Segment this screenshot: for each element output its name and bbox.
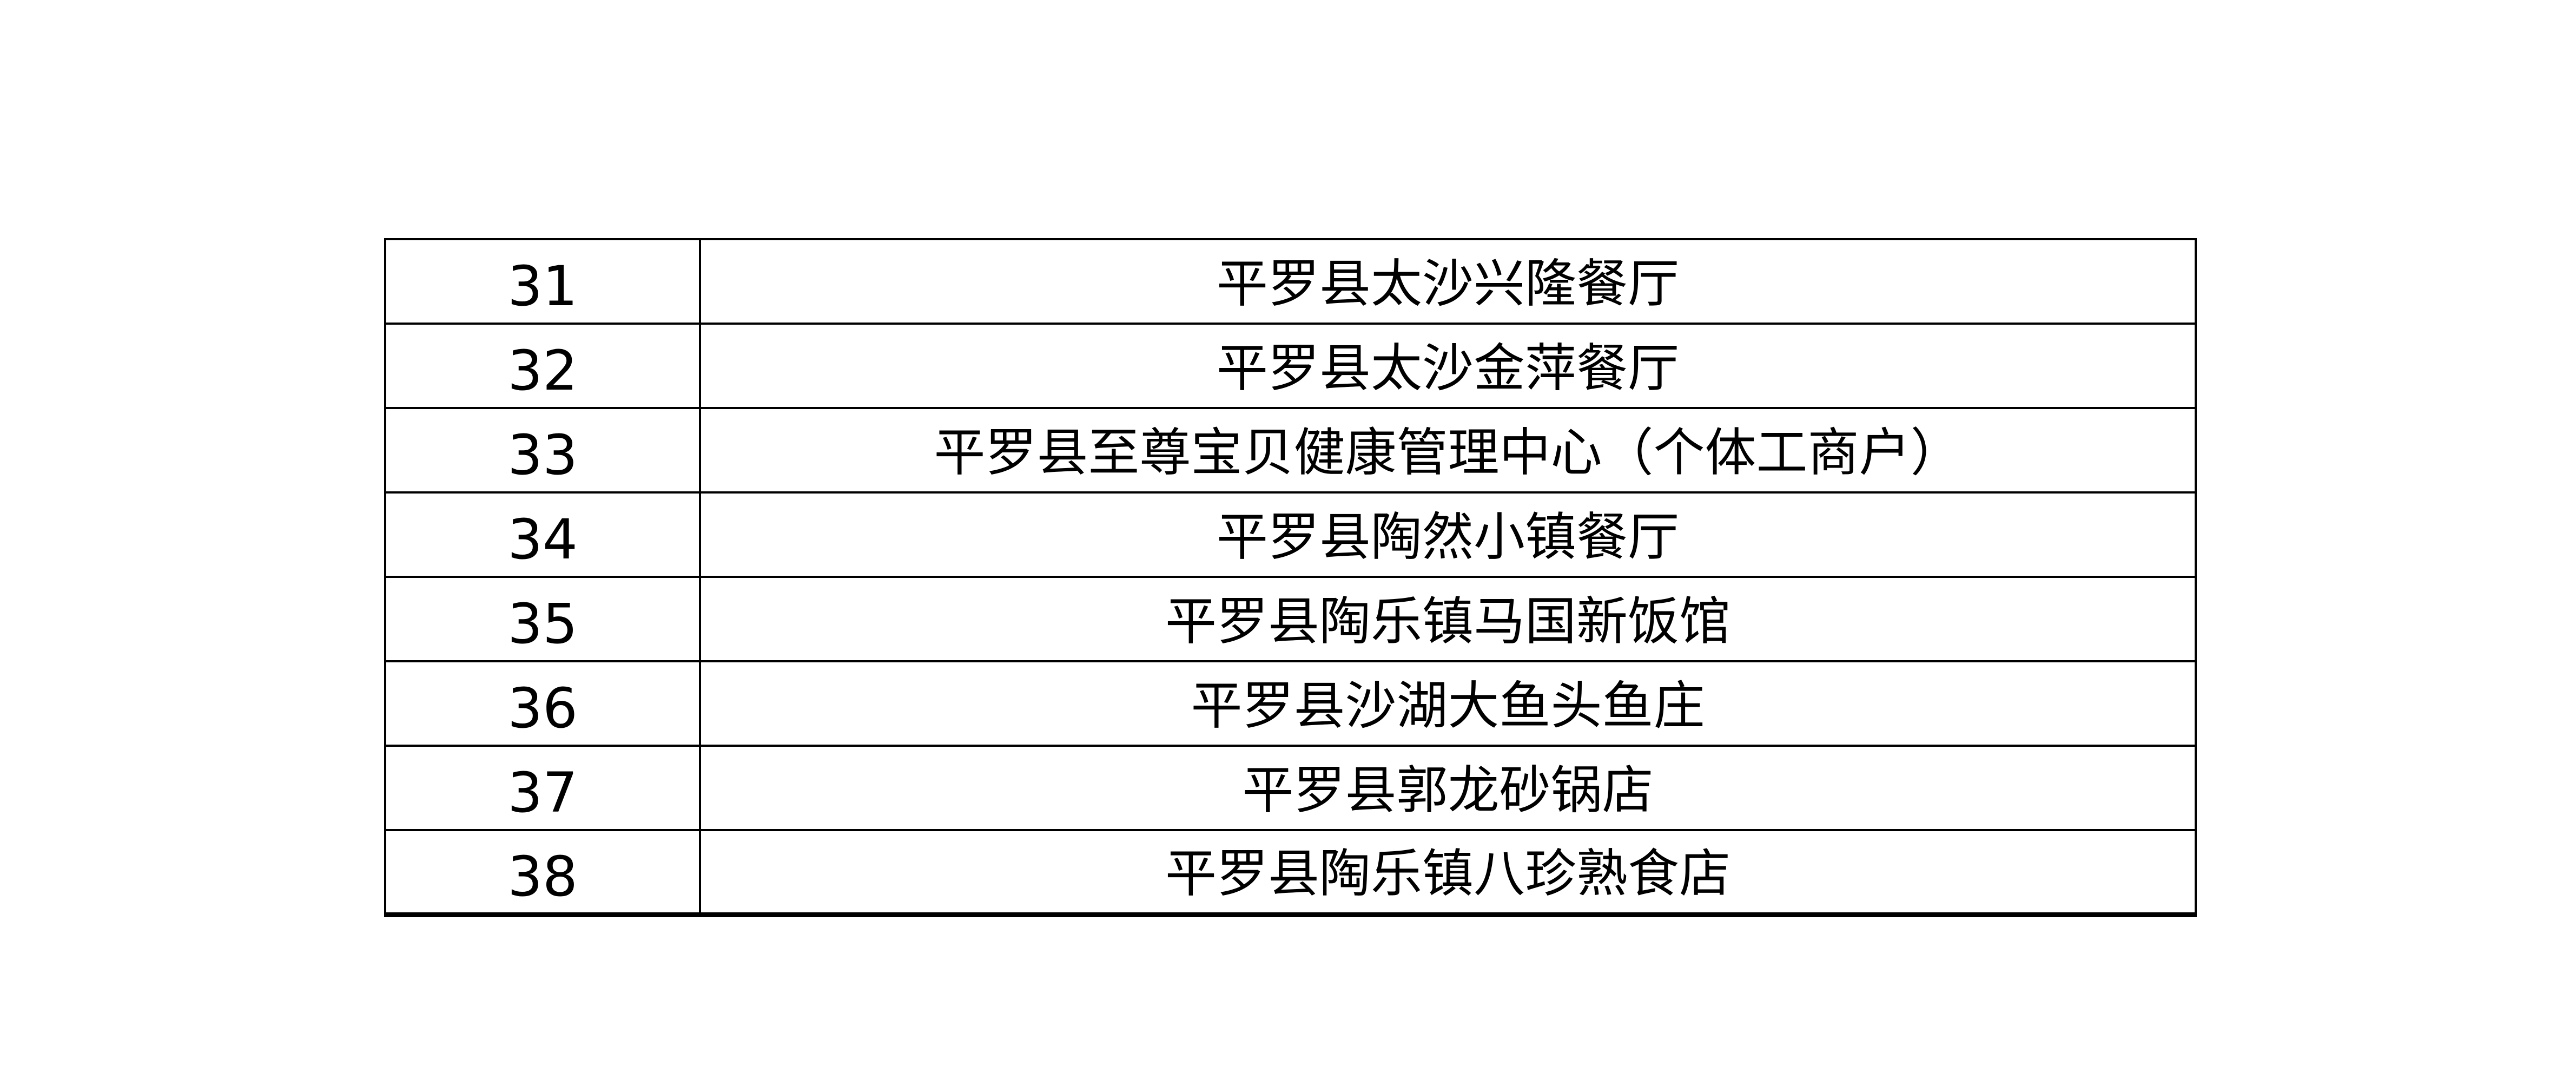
establishment-name-cell: 平罗县太沙金萍餐厅	[699, 323, 2197, 409]
table-row: 31 平罗县太沙兴隆餐厅	[384, 238, 2197, 325]
serial-number-cell: 36	[384, 660, 701, 747]
serial-number-cell: 32	[384, 323, 701, 409]
serial-number-cell: 31	[384, 238, 701, 325]
establishment-name-cell: 平罗县陶乐镇马国新饭馆	[699, 576, 2197, 662]
serial-number-cell: 33	[384, 407, 701, 494]
establishment-name: 平罗县陶乐镇马国新饭馆	[1165, 591, 1730, 652]
establishment-name-cell: 平罗县太沙兴隆餐厅	[699, 238, 2197, 325]
table-row: 36 平罗县沙湖大鱼头鱼庄	[384, 660, 2197, 747]
serial-number: 36	[507, 676, 578, 741]
serial-number-cell: 37	[384, 745, 701, 831]
serial-number: 32	[507, 339, 578, 403]
serial-number: 31	[507, 254, 578, 319]
establishment-name: 平罗县太沙兴隆餐厅	[1216, 254, 1679, 314]
establishment-name-cell: 平罗县至尊宝贝健康管理中心（个体工商户）	[699, 407, 2197, 494]
establishment-name: 平罗县陶乐镇八珍熟食店	[1165, 844, 1730, 904]
table-row: 32 平罗县太沙金萍餐厅	[384, 323, 2197, 409]
establishment-name: 平罗县郭龙砂锅店	[1242, 760, 1654, 820]
establishment-name-cell: 平罗县陶乐镇八珍熟食店	[699, 829, 2197, 916]
table-row: 33 平罗县至尊宝贝健康管理中心（个体工商户）	[384, 407, 2197, 494]
serial-number-cell: 34	[384, 491, 701, 578]
serial-number-cell: 35	[384, 576, 701, 662]
table-body: 31 平罗县太沙兴隆餐厅 32 平罗县太沙金萍餐厅 33 平罗县至尊宝贝健康管理中心（个体…	[384, 238, 2197, 916]
establishment-name-cell: 平罗县郭龙砂锅店	[699, 745, 2197, 831]
serial-number: 34	[507, 508, 578, 572]
establishment-name: 平罗县沙湖大鱼头鱼庄	[1191, 676, 1705, 736]
table-row: 34 平罗县陶然小镇餐厅	[384, 491, 2197, 578]
establishment-name: 平罗县至尊宝贝健康管理中心（个体工商户）	[934, 423, 1962, 483]
establishment-name: 平罗县太沙金萍餐厅	[1216, 338, 1679, 398]
serial-number: 37	[507, 761, 578, 825]
serial-number: 33	[507, 423, 578, 488]
serial-number-cell: 38	[384, 829, 701, 916]
table-row: 37 平罗县郭龙砂锅店	[384, 745, 2197, 831]
serial-number: 38	[507, 844, 578, 909]
establishment-name-cell: 平罗县陶然小镇餐厅	[699, 491, 2197, 578]
table-row: 38 平罗县陶乐镇八珍熟食店	[384, 829, 2197, 916]
serial-number: 35	[507, 592, 578, 656]
establishment-name: 平罗县陶然小镇餐厅	[1216, 507, 1679, 567]
table-row: 35 平罗县陶乐镇马国新饭馆	[384, 576, 2197, 662]
establishment-table: 31 平罗县太沙兴隆餐厅 32 平罗县太沙金萍餐厅 33 平罗县至尊宝贝健康管理中心（个体…	[384, 238, 2197, 917]
establishment-name-cell: 平罗县沙湖大鱼头鱼庄	[699, 660, 2197, 747]
